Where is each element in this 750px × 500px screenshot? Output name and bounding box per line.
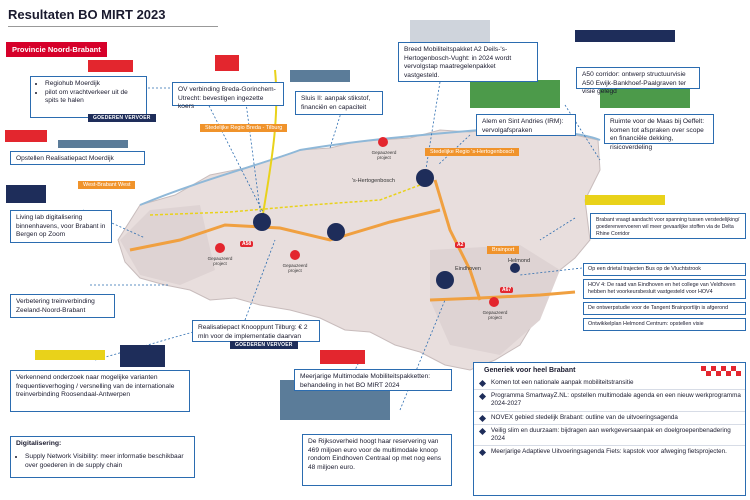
bus-illustration-top: [215, 55, 239, 71]
hub-breda: [253, 213, 271, 231]
box-alem: Alem en Sint Andries (IRM): vervolgafspr…: [476, 114, 576, 136]
hub-hertogenbosch: [416, 169, 434, 187]
city-illustration-top: [410, 20, 490, 44]
ship-illustration-1: [6, 185, 46, 203]
ship-illustration-2: [58, 140, 128, 148]
box-sluis: Sluis II: aanpak stikstof, financiën en …: [295, 91, 383, 115]
title-divider: [8, 26, 218, 27]
train-illustration-left: [35, 350, 105, 360]
paused-marker-3: [290, 250, 300, 260]
road-label-a67: A67: [500, 287, 514, 293]
box-digitalisering: Digitalisering: Supply Network Visibilit…: [10, 436, 195, 478]
ships-illustration-top: [290, 70, 350, 82]
box-breed-mobiliteitspakket: Breed Mobiliteitspakket A2 Deils-'s-Hert…: [398, 42, 538, 82]
digitalisering-title: Digitalisering:: [16, 440, 62, 447]
paused-marker-2: [215, 243, 225, 253]
bullet-icon: [478, 414, 487, 422]
region-label-breda-tilburg: Stedelijke Regio Breda - Tilburg: [200, 124, 288, 132]
bullet-icon: [478, 393, 487, 401]
box-verkennend-onderzoek: Verkennend onderzoek naar mogelijke vari…: [10, 370, 190, 412]
box-generiek: Generiek voor heel Brabant Komen tot een…: [473, 362, 746, 496]
gantry-illustration-top: [575, 30, 675, 42]
page-title: Resultaten BO MIRT 2023: [8, 7, 166, 22]
box-knooppunt-tilburg: Realisatiepact Knooppunt Tilburg: € 2 ml…: [192, 320, 320, 342]
green-area-1: [470, 80, 560, 108]
road-label-a2: A2: [455, 242, 466, 248]
paused-label-1: Gepauzeerd project: [371, 150, 397, 160]
region-west: [120, 205, 215, 285]
box-treinverbinding: Verbetering treinverbinding Zeeland-Noor…: [10, 294, 115, 318]
paused-label-4: Gepauzeerd project: [482, 310, 508, 320]
right-list-item-2: HOV 4: De raad van Eindhoven en het coll…: [583, 279, 746, 300]
box-rijksoverheid: De Rijksoverheid hoogt haar reservering …: [302, 434, 452, 486]
road-label-a58: A58: [240, 241, 254, 247]
generiek-item: Meerjarige Adaptieve Uitvoeringsagenda F…: [474, 446, 745, 458]
generiek-item: Komen tot een nationale aanpak mobilitei…: [474, 377, 745, 391]
highway-a58: [129, 208, 441, 252]
box-a50: A50 corridor: ontwerp structuurvisie A50…: [576, 67, 700, 95]
box-meerjarige: Meerjarige Multimodale Mobiliteitspakket…: [294, 369, 452, 391]
generiek-item: NOVEX gebied stedelijk Brabant: outline …: [474, 412, 745, 425]
truck-illustration-2: [5, 130, 47, 142]
box-ruimte-maas: Ruimte voor de Maas bij Oeffelt: komen t…: [604, 114, 714, 151]
hub-tilburg: [327, 223, 345, 241]
generiek-item: Programma SmartwayZ.NL: opstellen multim…: [474, 390, 745, 412]
digitalisering-item: Supply Network Visibility: meer informat…: [25, 453, 189, 470]
box-ov-verbinding: OV verbinding Breda-Gorinchem-Utrecht: b…: [172, 82, 284, 110]
city-label-hertogenbosch: 's-Hertogenbosch: [352, 178, 395, 184]
right-list-item-3: De ontwerpstudie voor de Tangent Brainpo…: [583, 302, 746, 316]
bus-illustration-bottom: [320, 350, 365, 364]
bullet-icon: [478, 379, 487, 388]
hub-eindhoven: [436, 271, 454, 289]
right-list: Op een drietal trajecten Bus op de Vluch…: [583, 263, 746, 334]
truck-illustration-1: [88, 60, 133, 72]
generiek-item: Veilig slim en duurzaam: bijdragen aan w…: [474, 425, 745, 447]
rail-main: [149, 184, 421, 216]
province-badge: Provincie Noord-Brabant: [6, 42, 107, 57]
checker-flag-icon: [701, 366, 741, 376]
box-brabant-vraagt: Brabant vraagt aandacht voor spanning tu…: [590, 213, 746, 239]
bullet-icon: [478, 448, 487, 457]
paused-label-3: Gepauzeerd project: [282, 263, 308, 273]
paused-marker-1: [378, 137, 388, 147]
bullet-icon: [478, 427, 487, 435]
city-label-eindhoven: Eindhoven: [455, 266, 481, 272]
train-illustration-left-2: [120, 345, 165, 367]
moerdijk-item-1: Regiohub Moerdijk: [45, 80, 141, 89]
right-list-item-1: Op een drietal trajecten Bus op de Vluch…: [583, 263, 746, 277]
highway-a2: [433, 179, 482, 301]
generiek-title: Generiek voor heel Brabant: [484, 367, 576, 374]
box-moerdijk: Regiohub Moerdijk pilot om vrachtverkeer…: [30, 76, 147, 118]
region-label-hertogenbosch: Stedelijke Regio 's-Hertogenbosch: [425, 148, 520, 156]
region-label-brainport: Brainport: [487, 246, 520, 254]
box-realisatiepact-moerdijk: Opstellen Realisatiepact Moerdijk: [10, 151, 145, 165]
goederen-tag-2: GOEDEREN VERVOER: [230, 341, 298, 349]
city-label-helmond: Helmond: [508, 258, 531, 264]
paused-label-2: Gepauzeerd project: [207, 256, 233, 266]
right-list-item-4: Ontwikkelplan Helmond Centrum: opstellen…: [583, 318, 746, 332]
train-illustration-right: [585, 195, 665, 205]
box-living-lab: Living lab digitalisering binnenhavens, …: [10, 210, 112, 243]
region-label-west-brabant: West-Brabant West: [78, 181, 136, 189]
hub-helmond: [510, 263, 520, 273]
goederen-tag-1: GOEDEREN VERVOER: [88, 114, 156, 122]
paused-marker-4: [489, 297, 499, 307]
moerdijk-item-2: pilot om vrachtverkeer uit de spits te h…: [45, 89, 141, 106]
highway-a67: [429, 290, 576, 302]
